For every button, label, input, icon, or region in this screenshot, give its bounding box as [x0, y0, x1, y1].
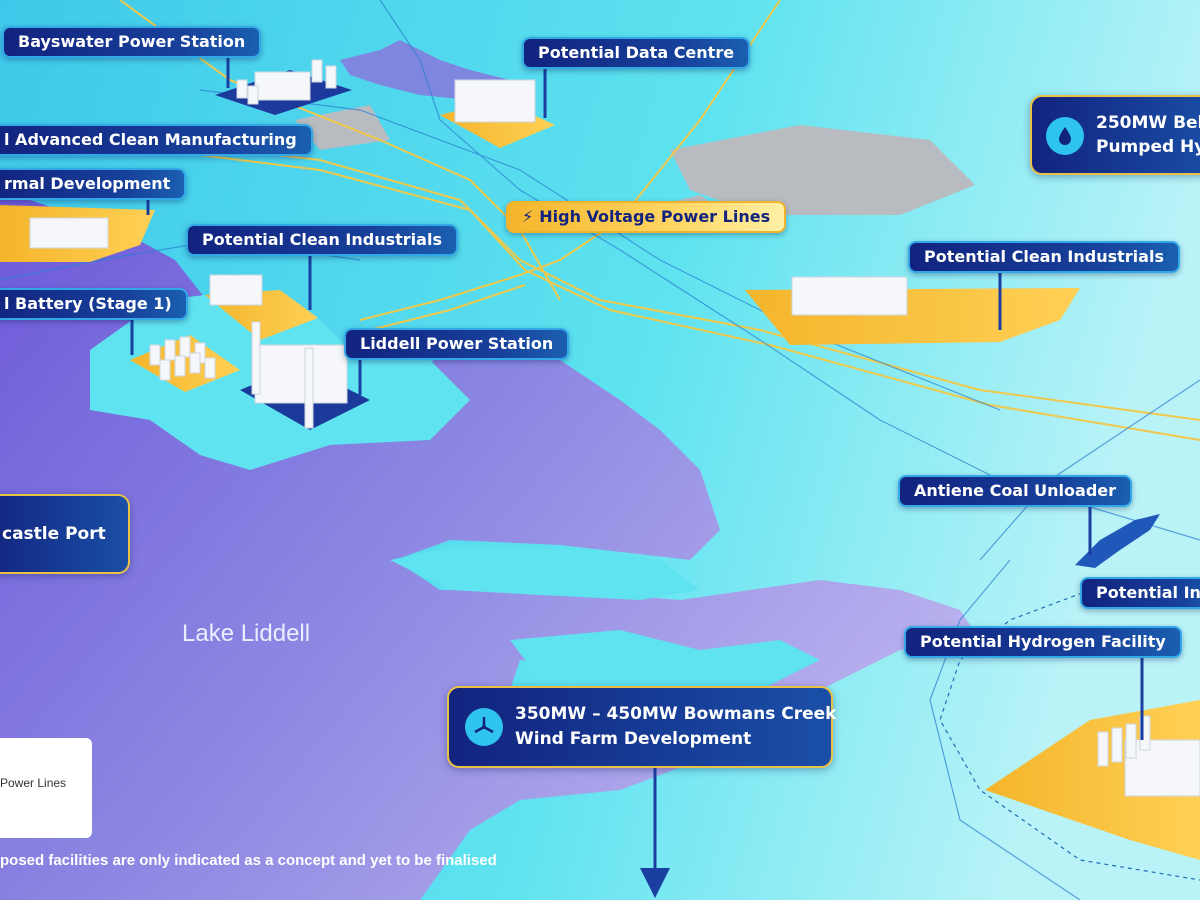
disclaimer-text: posed facilities are only indicated as a…	[0, 852, 497, 869]
potential-hydrogen-facility-label: Potential Hydrogen Facility	[904, 626, 1182, 658]
advanced-clean-manufacturing-label: l Advanced Clean Manufacturing	[0, 124, 313, 156]
power-lines	[119, 0, 1200, 441]
pumped-hydro-box: 250MW Bel Pumped Hy	[1030, 95, 1200, 175]
water-drop-icon	[1046, 117, 1084, 155]
potential-clean-industrials-left-label: Potential Clean Industrials	[186, 224, 458, 256]
island-lower	[510, 630, 820, 690]
leader-lines	[130, 56, 1144, 880]
wind-turbine-icon	[465, 708, 503, 746]
antiene-coal-unloader-label: Antiene Coal Unloader	[898, 475, 1133, 507]
buildings	[29, 59, 1200, 797]
wind-farm-line2: Wind Farm Development	[515, 729, 752, 749]
pumped-hydro-line2: Pumped Hy	[1096, 137, 1200, 157]
island-bottom	[390, 545, 700, 600]
legend-panel: Power Lines	[0, 738, 92, 838]
newcastle-port-box: castle Port	[0, 494, 130, 574]
high-voltage-text: High Voltage Power Lines	[539, 207, 771, 226]
potential-int-label: Potential Int	[1080, 577, 1200, 609]
lake-liddell-label: Lake Liddell	[182, 620, 311, 647]
legend-power-lines: Power Lines	[0, 776, 67, 790]
coal-unloader-shape	[1075, 514, 1160, 568]
potential-clean-industrials-right-label: Potential Clean Industrials	[908, 241, 1180, 273]
pumped-hydro-line1: 250MW Bel	[1096, 113, 1200, 133]
battery-stage-1-label: l Battery (Stage 1)	[0, 288, 188, 320]
bayswater-power-station-label: Bayswater Power Station	[2, 26, 262, 58]
potential-data-centre-label: Potential Data Centre	[522, 37, 751, 69]
liddell-power-station-label: Liddell Power Station	[344, 328, 570, 360]
newcastle-port-text: castle Port	[2, 524, 106, 544]
wind-farm-box: 350MW – 450MW Bowmans Creek Wind Farm De…	[447, 686, 837, 768]
thermal-development-label: rmal Development	[0, 168, 187, 200]
grey-area-right	[670, 125, 975, 215]
wind-arrow-head	[640, 868, 670, 898]
high-voltage-power-lines-label: ⚡ High Voltage Power Lines	[506, 201, 787, 233]
wind-farm-line1: 350MW – 450MW Bowmans Creek	[515, 704, 837, 724]
lightning-bolt-icon: ⚡	[522, 207, 534, 226]
